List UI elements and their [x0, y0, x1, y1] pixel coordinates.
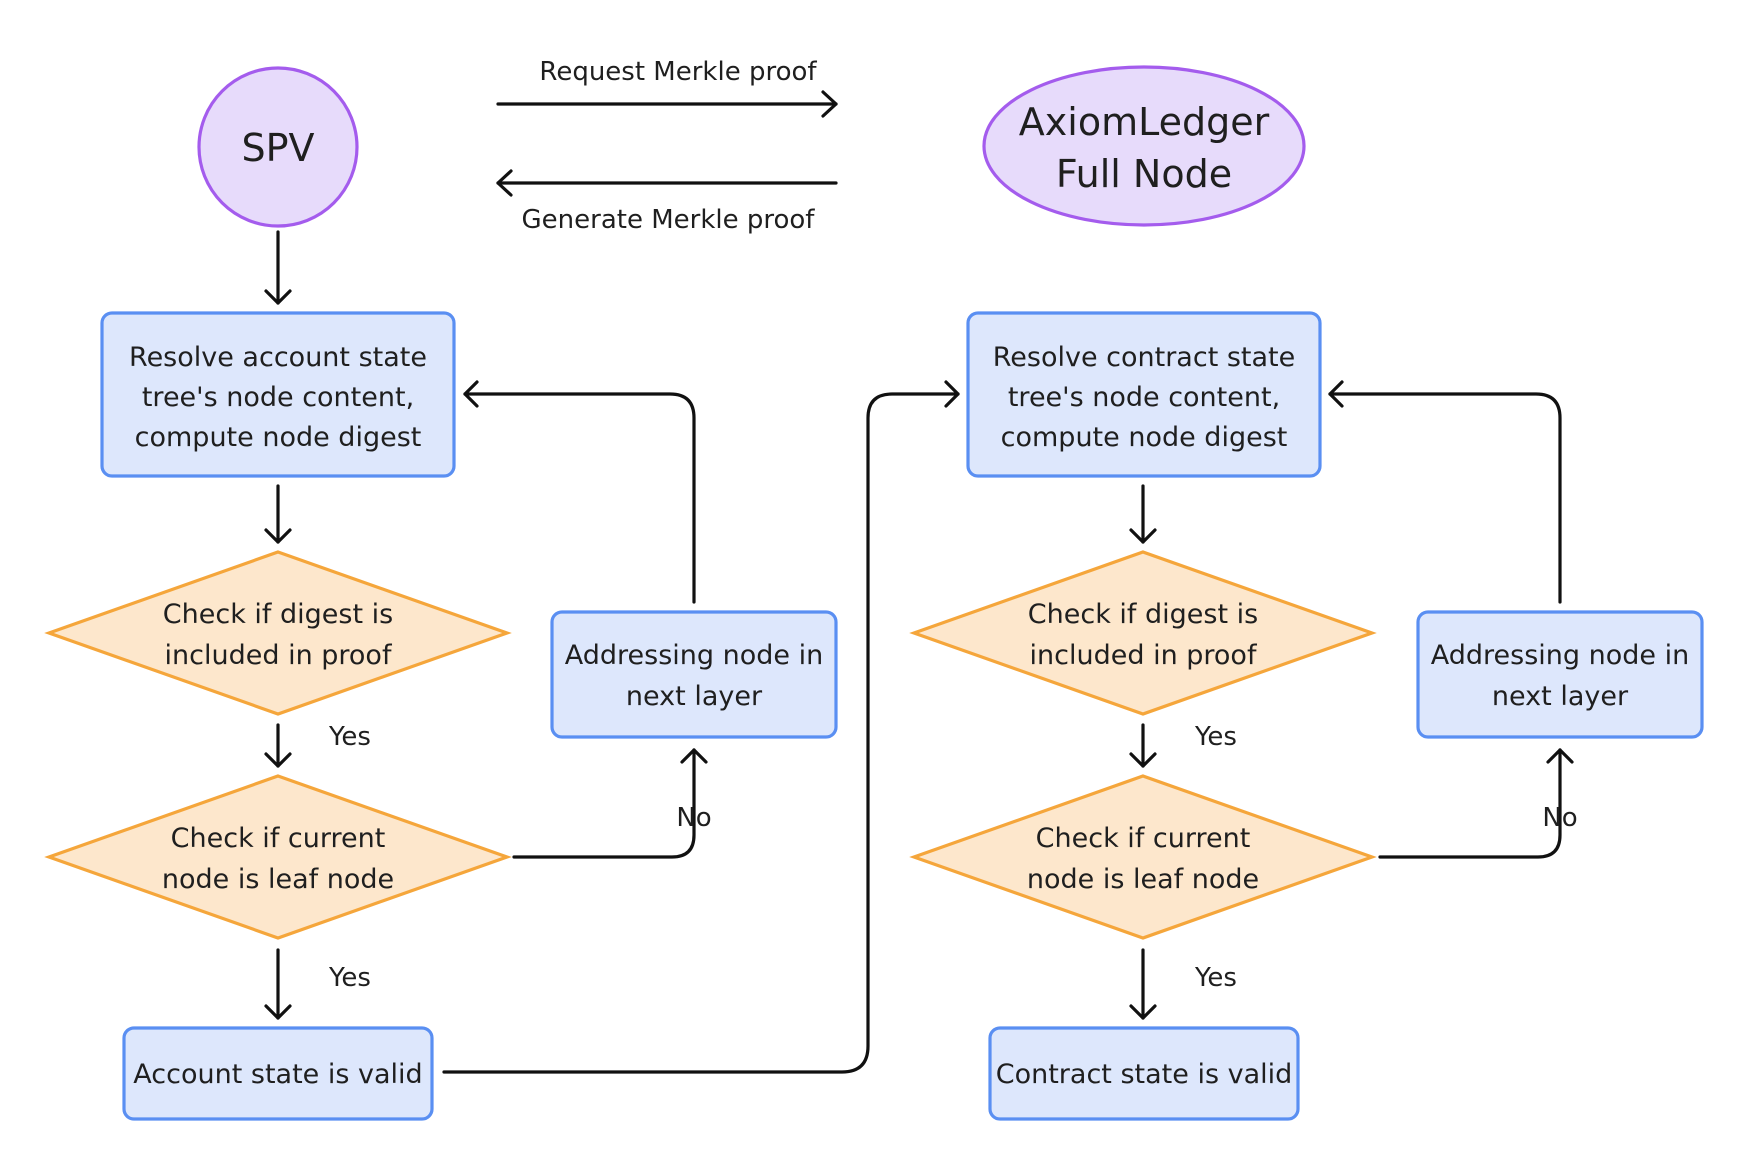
- full-node: AxiomLedger Full Node: [982, 65, 1306, 227]
- full-node-label-line-1: AxiomLedger: [1019, 100, 1270, 144]
- svg-text:Check if digest is: Check if digest is: [163, 599, 393, 630]
- resolve-contract-box: Resolve contract state tree's node conte…: [966, 311, 1322, 478]
- account-valid-to-contract-resolve: [442, 392, 960, 1074]
- svg-text:Resolve contract state: Resolve contract state: [993, 342, 1296, 373]
- addressing-box-left: Addressing node in next layer: [550, 610, 838, 739]
- svg-text:Addressing node in: Addressing node in: [1431, 640, 1689, 671]
- request-label: Request Merkle proof: [539, 57, 817, 87]
- no-label-left: No: [676, 803, 711, 833]
- svg-text:Contract state is valid: Contract state is valid: [996, 1059, 1293, 1090]
- account-valid-box: Account state is valid: [122, 1026, 434, 1121]
- addressing-loop-right: [1328, 392, 1562, 604]
- resolve-account-box: Resolve account state tree's node conten…: [100, 311, 456, 478]
- yes-label-left-2: Yes: [328, 963, 371, 993]
- svg-text:Addressing node in: Addressing node in: [565, 640, 823, 671]
- svg-text:tree's node content,: tree's node content,: [1008, 382, 1280, 413]
- svg-text:Check if digest is: Check if digest is: [1028, 599, 1258, 630]
- svg-text:node is leaf node: node is leaf node: [162, 864, 394, 895]
- yes-label-left-1: Yes: [328, 722, 371, 752]
- check-digest-diamond-left: Check if digest is included in proof: [44, 550, 512, 716]
- contract-valid-box: Contract state is valid: [988, 1026, 1300, 1121]
- svg-text:compute node digest: compute node digest: [135, 422, 422, 453]
- spv-label: SPV: [241, 126, 314, 170]
- svg-text:included in proof: included in proof: [165, 640, 393, 671]
- yes-label-right-2: Yes: [1194, 963, 1237, 993]
- generate-arrowhead: [496, 169, 513, 197]
- no-label-right: No: [1542, 803, 1577, 833]
- request-arrowhead: [821, 90, 838, 118]
- svg-text:node is leaf node: node is leaf node: [1027, 864, 1259, 895]
- spv-node: SPV: [197, 66, 359, 228]
- check-leaf-diamond-left: Check if current node is leaf node: [44, 774, 512, 940]
- check-leaf-diamond-right: Check if current node is leaf node: [909, 774, 1377, 940]
- yes-label-right-1: Yes: [1194, 722, 1237, 752]
- leaf-no-to-addressing-left: [512, 748, 696, 859]
- leaf-no-to-addressing-right: [1378, 748, 1562, 859]
- svg-text:Check if current: Check if current: [1036, 823, 1251, 854]
- svg-text:next layer: next layer: [1492, 681, 1629, 712]
- addressing-box-right: Addressing node in next layer: [1416, 610, 1704, 739]
- svg-text:next layer: next layer: [626, 681, 763, 712]
- generate-label: Generate Merkle proof: [522, 205, 816, 235]
- connectors: [264, 90, 1574, 1074]
- svg-text:included in proof: included in proof: [1030, 640, 1258, 671]
- svg-text:Account state is valid: Account state is valid: [133, 1059, 422, 1090]
- addressing-loop-left: [463, 392, 696, 604]
- full-node-label-line-2: Full Node: [1056, 152, 1232, 196]
- check-digest-diamond-right: Check if digest is included in proof: [909, 550, 1377, 716]
- svg-text:tree's node content,: tree's node content,: [142, 382, 414, 413]
- svg-text:Resolve account state: Resolve account state: [129, 342, 427, 373]
- svg-text:compute node digest: compute node digest: [1001, 422, 1288, 453]
- svg-text:Check if current: Check if current: [171, 823, 386, 854]
